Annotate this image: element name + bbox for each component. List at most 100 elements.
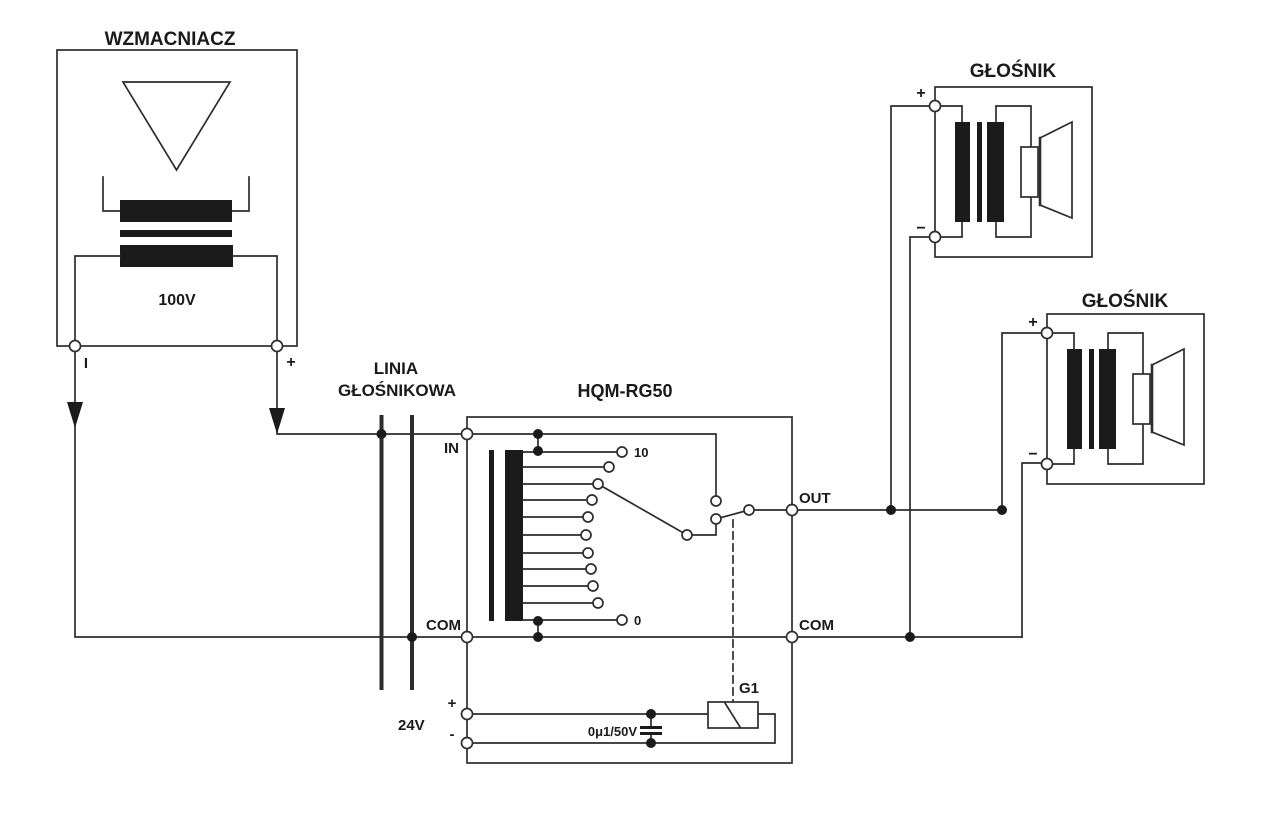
out-label: OUT — [799, 490, 831, 507]
amplifier-terminal-right-label: + — [286, 354, 295, 371]
supply-plus-terminal — [460, 707, 474, 721]
contacts-and-terminals — [68, 339, 799, 750]
speaker-plus-terminal — [1040, 326, 1054, 340]
tap-2-contact — [587, 580, 599, 592]
speaker1-minus-wire — [909, 236, 936, 638]
com-right-label: COM — [799, 617, 834, 634]
speaker-box — [934, 86, 1093, 258]
speaker-internal-wires — [1046, 332, 1144, 465]
speaker-line-label-1: LINIA — [374, 359, 418, 378]
speaker2-minus-label: − — [1028, 446, 1037, 463]
speaker1-plus-label: + — [916, 85, 925, 102]
speaker2-plus-wire — [1001, 332, 1048, 511]
tap-7-contact — [586, 494, 598, 506]
speaker-driver-body — [1020, 146, 1039, 198]
in-terminal — [460, 427, 474, 441]
amplifier-transformer-secondary-bar — [120, 245, 233, 267]
speaker-transformer-core-bar — [1089, 349, 1094, 449]
speaker1-title: GŁOŚNIK — [970, 60, 1057, 82]
tap-8-contact — [592, 478, 604, 490]
speaker1-block — [928, 86, 1093, 258]
supply-minus-terminal — [460, 736, 474, 750]
labels: WZMACNIACZ 100V I + LINIA GŁOŚNIKOWA HQM… — [84, 29, 1169, 743]
out-terminal — [785, 503, 799, 517]
speaker-transformer-secondary-bar — [1099, 349, 1116, 449]
tap-4-contact — [582, 547, 594, 559]
amplifier-terminal-left — [68, 339, 82, 353]
speaker1-minus-label: − — [916, 220, 925, 237]
autotransformer-winding-bar — [505, 450, 523, 621]
supply-wires — [466, 713, 776, 744]
speaker-horn-icon — [1038, 120, 1073, 220]
speaker1-plus-wire — [890, 105, 936, 511]
speaker-transformer-primary-bar — [1067, 349, 1082, 449]
tap-1-contact — [592, 597, 604, 609]
tap-6-contact — [582, 511, 594, 523]
regulator-title: HQM-RG50 — [577, 381, 672, 401]
capacitor-plate-top — [640, 726, 662, 729]
amplifier-terminal-left-label: I — [84, 355, 88, 372]
capacitor-plate-bottom — [640, 732, 662, 735]
com-left-label: COM — [426, 617, 461, 634]
supply-minus-label: - — [450, 726, 455, 743]
junction-dots — [376, 429, 1007, 748]
tap-3-contact — [585, 563, 597, 575]
tap-5-contact — [580, 529, 592, 541]
speaker-transformer-primary-bar — [955, 122, 970, 222]
speaker2-minus-wire — [1021, 462, 1048, 638]
speaker-internal-wires — [934, 105, 1032, 238]
speaker-box — [1046, 313, 1205, 485]
speaker-horn-icon — [1150, 347, 1185, 447]
capacitor-value-label: 0μ1/50V — [588, 724, 637, 739]
relay-fixed-contact — [710, 495, 722, 507]
tap-9-contact — [603, 461, 615, 473]
com-right-terminal — [785, 630, 799, 644]
tap-lines — [522, 451, 618, 621]
relay-coil-diagonal — [723, 701, 742, 729]
speaker-minus-terminal — [1040, 457, 1054, 471]
amplifier-primary-leads — [102, 176, 250, 212]
speaker2-plus-label: + — [1028, 314, 1037, 331]
amplifier-terminal-right — [270, 339, 284, 353]
speaker-driver-body — [1132, 373, 1151, 425]
right-interconnect-wires — [791, 105, 1048, 638]
regulator-box — [466, 416, 793, 764]
rotary-switch-arm — [596, 482, 717, 537]
speaker-transformer-core-bar — [977, 122, 982, 222]
speaker-transformer-secondary-bar — [987, 122, 1004, 222]
current-arrow-right-icon — [269, 408, 285, 434]
tap-top-label: 10 — [634, 445, 648, 460]
speaker2-block — [1040, 313, 1205, 485]
amplifier-transformer-primary-bar — [120, 200, 232, 222]
amplifier-box — [56, 49, 298, 347]
in-label: IN — [444, 440, 459, 457]
relay-label: G1 — [739, 680, 759, 697]
volume-regulator-block — [466, 416, 793, 764]
speaker-line-label-2: GŁOŚNIKOWA — [338, 381, 456, 400]
speaker-plus-terminal — [928, 99, 942, 113]
in-wire — [466, 433, 717, 497]
com-left-terminal — [460, 630, 474, 644]
tap-10-contact — [616, 446, 628, 458]
amplifier-triangle-icon — [121, 81, 232, 172]
current-arrow-left-icon — [67, 402, 83, 428]
tap-bottom-label: 0 — [634, 613, 641, 628]
switch-pivot-contact — [681, 529, 693, 541]
amplifier-voltage-label: 100V — [158, 292, 196, 309]
speaker-minus-terminal — [928, 230, 942, 244]
amplifier-secondary-leads — [74, 255, 278, 341]
supply-voltage-label: 24V — [398, 717, 425, 734]
speaker-line-mark — [379, 415, 414, 690]
left-interconnect-wires — [67, 350, 468, 638]
autotransformer-core-bar — [489, 450, 494, 621]
amplifier-transformer-core-bar — [120, 230, 232, 237]
amplifier-block — [56, 49, 298, 347]
speaker2-title: GŁOŚNIK — [1082, 290, 1169, 312]
speaker-line-bars — [379, 415, 414, 690]
relay-output-contact — [743, 504, 755, 516]
com-return-wire — [74, 350, 468, 638]
amplifier-title: WZMACNIACZ — [105, 29, 236, 50]
relay-moving-contact — [710, 513, 722, 525]
